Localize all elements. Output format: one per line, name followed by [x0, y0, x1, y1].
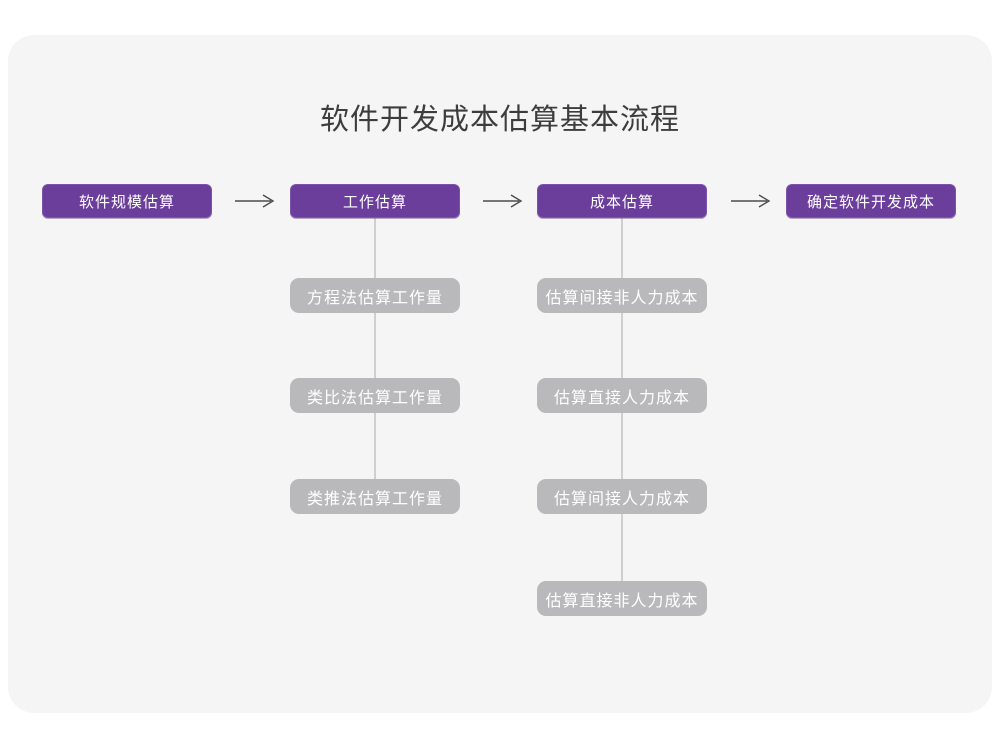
sub-node-label: 类推法估算工作量 — [306, 490, 443, 508]
flow-node-label: 确定软件开发成本 — [806, 193, 935, 211]
connector-line-work-chain — [374, 218, 376, 479]
diagram-card — [8, 35, 992, 713]
diagram-title: 软件开发成本估算基本流程 — [319, 104, 680, 136]
sub-node-label: 估算直接人力成本 — [553, 389, 690, 407]
sub-node-indirect-nonlabor-cost: 估算间接非人力成本 — [537, 278, 707, 313]
arrow-right-icon — [233, 192, 277, 210]
sub-node-label: 估算直接非人力成本 — [545, 592, 699, 610]
arrow-right-icon — [481, 192, 525, 210]
sub-node-label: 类比法估算工作量 — [306, 389, 443, 407]
sub-node-label: 估算间接人力成本 — [553, 490, 690, 508]
sub-node-direct-labor-cost: 估算直接人力成本 — [537, 378, 707, 413]
sub-node-equation-method: 方程法估算工作量 — [290, 278, 460, 313]
sub-node-indirect-labor-cost: 估算间接人力成本 — [537, 479, 707, 514]
sub-node-direct-nonlabor-cost: 估算直接非人力成本 — [537, 581, 707, 616]
flow-node-cost-estimation: 成本估算 — [537, 184, 707, 218]
sub-node-extrapolation-method: 类推法估算工作量 — [290, 479, 460, 514]
sub-node-label: 方程法估算工作量 — [306, 289, 443, 307]
sub-node-label: 估算间接非人力成本 — [545, 289, 699, 307]
flow-node-work-estimation: 工作估算 — [290, 184, 460, 218]
flow-node-label: 软件规模估算 — [78, 193, 175, 211]
flow-node-determine-dev-cost: 确定软件开发成本 — [786, 184, 956, 218]
arrow-right-icon — [729, 192, 773, 210]
flow-node-label: 工作估算 — [342, 193, 407, 211]
sub-node-analogy-method: 类比法估算工作量 — [290, 378, 460, 413]
flow-node-label: 成本估算 — [589, 193, 654, 211]
flow-node-software-scale-estimation: 软件规模估算 — [42, 184, 212, 218]
